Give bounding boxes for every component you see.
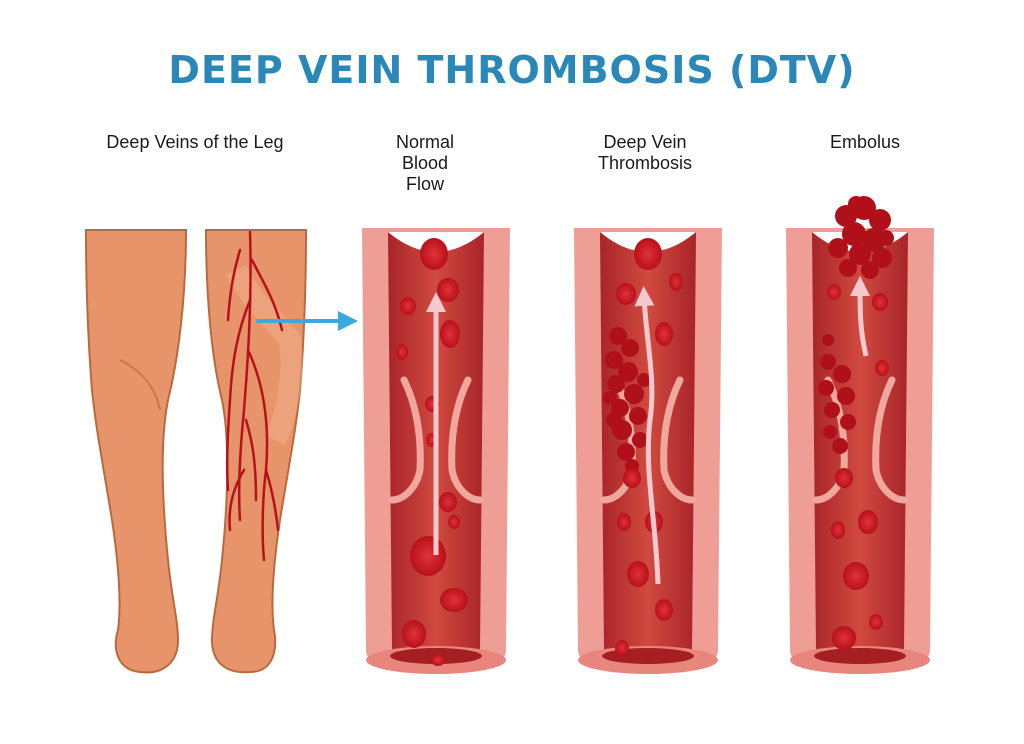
valve	[872, 376, 908, 504]
right-leg	[204, 229, 308, 674]
vessel-lumen	[812, 232, 908, 659]
valve	[388, 376, 424, 504]
flow-arrow-icon	[850, 276, 871, 357]
label-deep-vein-thrombosis: Deep Vein Thrombosis	[597, 132, 693, 173]
label-normal-blood-flow: Normal Blood Flow	[395, 132, 454, 194]
left-leg	[84, 229, 188, 674]
vessel-dvt	[574, 228, 722, 674]
blood-cells	[827, 284, 889, 650]
embolus-clot-icon	[828, 196, 894, 279]
clot-remnant-icon	[818, 334, 856, 454]
vessel-normal	[362, 228, 510, 674]
valve	[660, 376, 696, 504]
vessel-embolus	[786, 196, 934, 674]
legs-illustration	[84, 229, 358, 674]
valve	[448, 376, 484, 504]
flow-arrow-icon	[634, 286, 661, 585]
deep-veins	[225, 230, 284, 562]
label-deep-veins-of-leg: Deep Veins of the Leg	[106, 132, 284, 152]
clot-icon	[603, 327, 651, 473]
page-title: DEEP VEIN THROMBOSIS (DTV)	[168, 48, 856, 92]
label-embolus: Embolus	[829, 132, 901, 152]
left-knee-shading	[119, 359, 161, 411]
blood-cells	[615, 238, 683, 656]
